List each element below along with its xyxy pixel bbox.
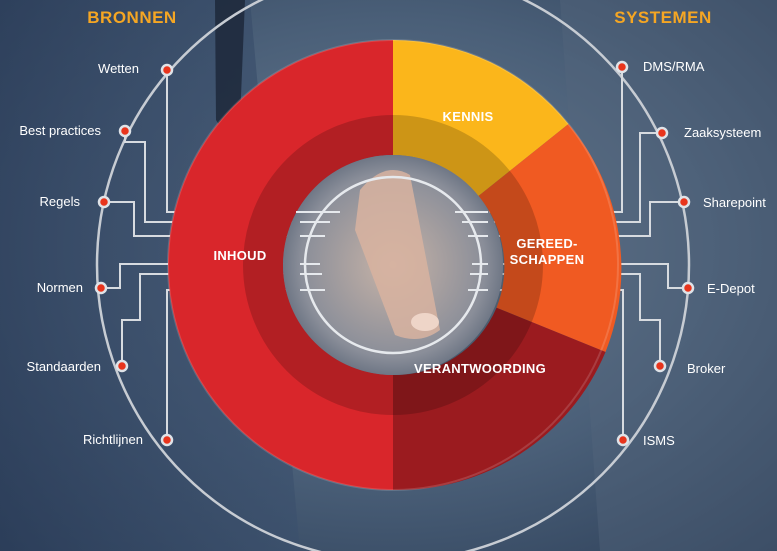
header-bronnen: BRONNEN xyxy=(87,8,176,27)
systeem-label: ISMS xyxy=(643,433,675,448)
systeem-label: E-Depot xyxy=(707,281,755,296)
bron-label: Normen xyxy=(37,280,83,295)
segment-inhoud[interactable] xyxy=(168,40,393,490)
systeem-label: Broker xyxy=(687,361,726,376)
systemen-list: DMS/RMA Zaaksysteem Sharepoint E-Depot B… xyxy=(643,59,766,448)
segment-kennis[interactable] xyxy=(393,39,569,197)
finger-shape xyxy=(355,170,440,339)
segment-gereedschappen[interactable] xyxy=(478,124,622,352)
segment-label-gereedschappen-1: GEREED- xyxy=(516,236,577,251)
bron-label: Best practices xyxy=(19,123,101,138)
dot-isms xyxy=(616,433,630,447)
dot-normen xyxy=(94,281,108,295)
bron-label: Richtlijnen xyxy=(83,432,143,447)
outer-ring xyxy=(95,0,691,551)
systeem-label: Zaaksysteem xyxy=(684,125,761,140)
systeem-label: DMS/RMA xyxy=(643,59,705,74)
dot-wetten xyxy=(160,63,174,77)
connector-dots xyxy=(94,60,695,447)
systeem-label: Sharepoint xyxy=(703,195,766,210)
segment-label-inhoud: INHOUD xyxy=(213,248,266,263)
dot-best-practices xyxy=(118,124,132,138)
dot-richtlijnen xyxy=(160,433,174,447)
dot-e-depot xyxy=(681,281,695,295)
header-systemen: SYSTEMEN xyxy=(614,8,712,27)
dot-sharepoint xyxy=(677,195,691,209)
segment-label-gereedschappen-2: SCHAPPEN xyxy=(510,252,585,267)
outer-edge xyxy=(167,39,619,491)
bron-label: Regels xyxy=(40,194,81,209)
dot-standaarden xyxy=(115,359,129,373)
bron-label: Wetten xyxy=(98,61,139,76)
dot-dms-rma xyxy=(615,60,629,74)
fingernail xyxy=(411,313,439,331)
center-lines xyxy=(296,211,488,291)
dot-zaaksysteem xyxy=(655,126,669,140)
segment-label-verantwoording: VERANTWOORDING xyxy=(414,361,546,376)
segment-verantwoording[interactable] xyxy=(393,307,606,491)
inner-band xyxy=(243,115,543,415)
dot-regels xyxy=(97,195,111,209)
bronnen-list: Wetten Best practices Regels Normen Stan… xyxy=(19,61,143,447)
segment-label-kennis: KENNIS xyxy=(443,109,494,124)
dot-broker xyxy=(653,359,667,373)
donut xyxy=(167,39,622,491)
bron-label: Standaarden xyxy=(27,359,101,374)
